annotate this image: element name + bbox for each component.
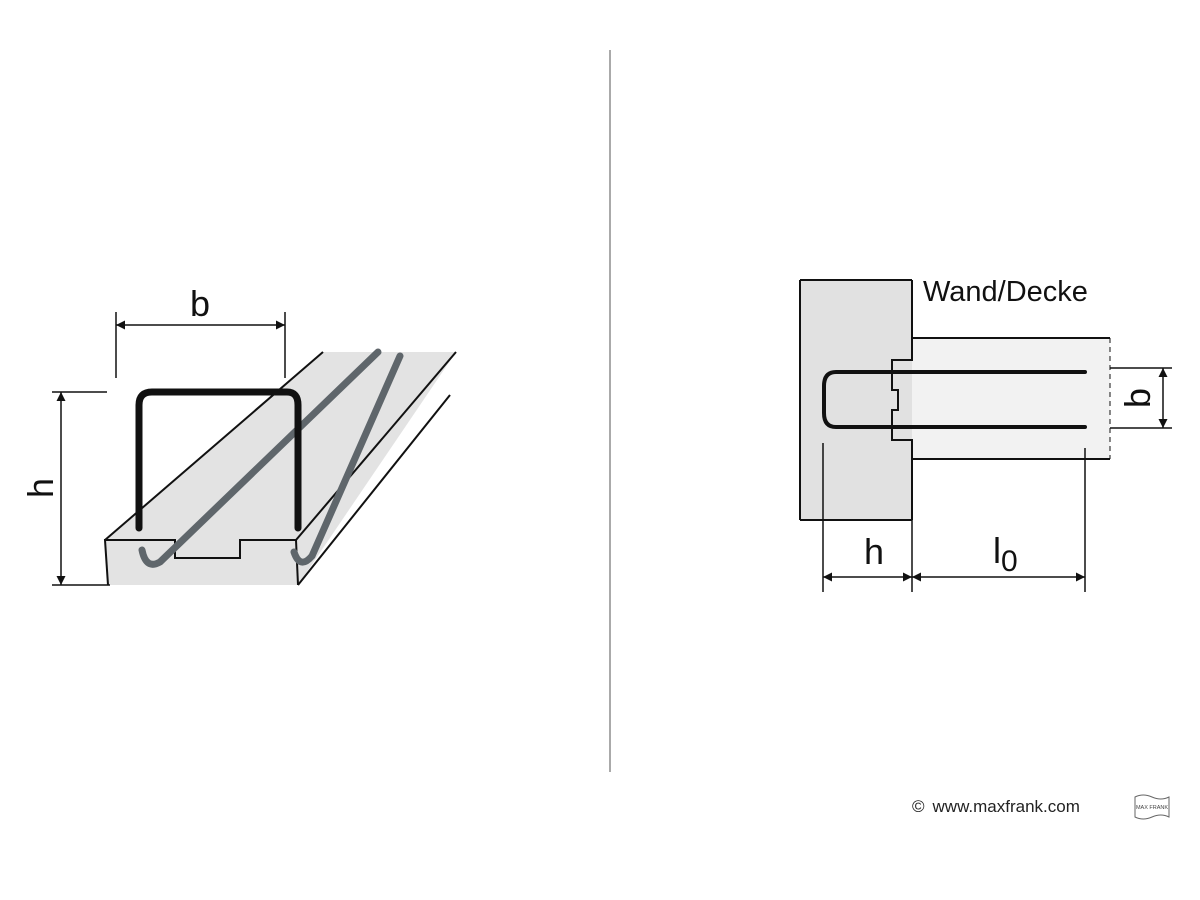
stirrup-u-bar <box>135 388 302 532</box>
profile-front-lip-left <box>103 539 134 586</box>
dim-l0-label: l0 <box>993 530 1018 578</box>
right-view-dimensions: b h l0 <box>822 367 1172 592</box>
left-view-dimensions: b h <box>20 283 286 586</box>
dim-h-label: h <box>20 478 61 498</box>
website-link[interactable]: www.maxfrank.com <box>932 797 1080 816</box>
dim-h-label-right: h <box>864 531 884 572</box>
joint-profile <box>891 280 913 520</box>
wall-label: Wand/Decke <box>923 276 1088 308</box>
max-frank-logo-icon: MAX FRANK <box>1134 794 1170 820</box>
stirrup-bar-section <box>822 370 1087 429</box>
dim-b-label-right: b <box>1117 388 1158 408</box>
profile-front-section <box>134 539 296 559</box>
profile-back-edge-right <box>295 351 457 541</box>
wall-fill <box>800 280 912 520</box>
rebar-diagonal-right <box>290 352 404 566</box>
left-view-profile-isometric <box>103 348 457 586</box>
right-view-wall-connection: Wand/Decke <box>799 276 1111 521</box>
dim-l0-subscript: 0 <box>1001 545 1018 578</box>
profile-lower-edge-right <box>297 394 451 586</box>
footer-copyright: © www.maxfrank.com <box>912 797 1080 817</box>
dim-l0-base: l <box>993 530 1001 571</box>
logo-text: MAX FRANK <box>1136 805 1168 811</box>
profile-fill <box>105 352 456 585</box>
copyright-symbol: © <box>912 797 925 816</box>
rebar-diagonal-left <box>138 348 382 568</box>
beam-fill <box>912 338 1110 459</box>
dim-b-label: b <box>190 283 210 324</box>
